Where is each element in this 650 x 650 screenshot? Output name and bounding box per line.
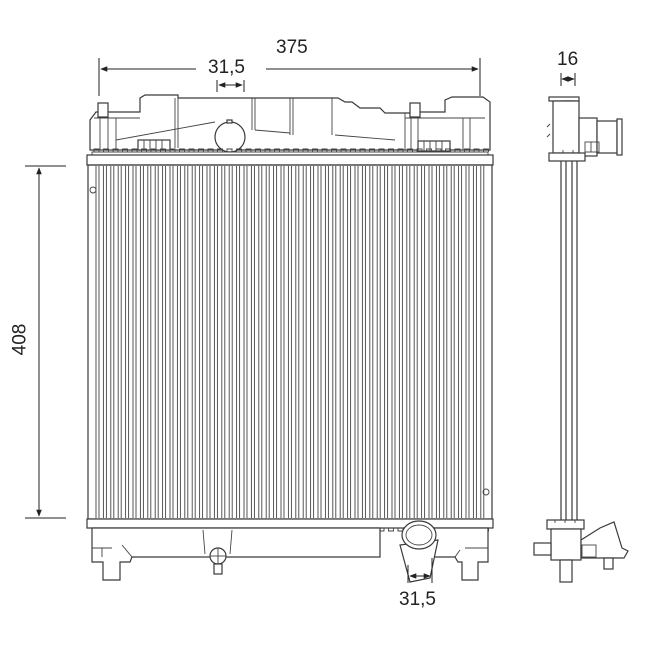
core-fins — [95, 166, 485, 518]
top-inlet-pipe — [214, 121, 246, 153]
dimension-lines — [25, 58, 576, 583]
side-top-tank — [546, 96, 623, 162]
side-core — [560, 161, 578, 520]
top-tank — [89, 94, 491, 153]
side-view — [533, 96, 629, 583]
dimension-label-height: 408 — [9, 323, 31, 356]
front-view — [86, 94, 494, 583]
dimension-label-top-inlet: 31,5 — [208, 57, 245, 78]
dimension-label-width: 375 — [276, 37, 308, 58]
bottom-outlet-pipe — [399, 520, 439, 583]
dimension-label-bottom-outlet: 31,5 — [399, 589, 436, 610]
dimension-label-depth: 16 — [557, 49, 579, 70]
bottom-tank — [91, 520, 489, 583]
side-bottom-tank — [533, 519, 629, 583]
radiator-core — [87, 164, 493, 520]
